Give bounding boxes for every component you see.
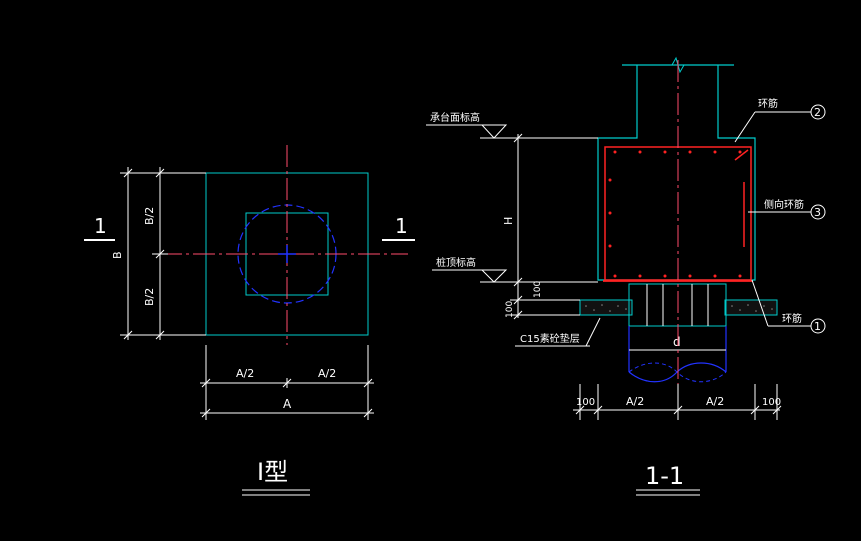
rebar-dots [608, 150, 742, 278]
elevation-pile-top [432, 269, 598, 283]
pile-rebars-vertical [646, 284, 709, 326]
marker-2: 2 [814, 106, 821, 119]
pile-lower-dash [628, 362, 727, 383]
callout-1 [751, 279, 826, 334]
dim-B-half-bottom: B/2 [143, 288, 156, 306]
cushion-hatch [585, 304, 773, 312]
dim-B: B [111, 251, 124, 259]
dimension-B [120, 167, 206, 340]
label-hoop-1: 环筋 [782, 312, 802, 325]
plan-title: I型 [257, 458, 288, 486]
callout-3 [748, 204, 826, 220]
dim-B-half-top: B/2 [143, 207, 156, 225]
cushion-left [579, 299, 633, 316]
hoop-hook [734, 149, 749, 161]
dim-d: d [673, 335, 681, 349]
label-pile-top-elev: 桩顶标高 [436, 256, 476, 269]
dim-A-half-right-section: A/2 [706, 395, 724, 408]
cushion-right [724, 299, 778, 316]
label-cushion: C15素砼垫层 [520, 332, 580, 345]
dim-100-b: 100 [505, 301, 515, 318]
label-hoop-2: 环筋 [758, 97, 778, 110]
cushion-leader [585, 317, 601, 347]
section-mark-left: 1 [94, 214, 107, 238]
dim-A-half-left-section: A/2 [626, 395, 644, 408]
section-view: d 承台面标高 桩顶标高 [426, 56, 826, 496]
dim-H: H [502, 217, 515, 225]
column-cap-outline [597, 64, 756, 281]
dim-100-a: 100 [533, 281, 543, 298]
elevation-cap-top [426, 124, 598, 139]
section-title: 1-1 [645, 462, 684, 490]
dim-100-right: 100 [762, 397, 781, 408]
dimension-A [200, 345, 374, 420]
marker-3: 3 [814, 206, 821, 219]
label-side-hoop-3: 侧向环筋 [764, 198, 804, 211]
dim-A: A [283, 397, 292, 411]
marker-1: 1 [814, 320, 821, 333]
dim-A-half-left: A/2 [236, 367, 254, 380]
label-cap-top-elev: 承台面标高 [430, 111, 480, 124]
section-mark-right: 1 [395, 214, 408, 238]
callout-2 [734, 104, 826, 143]
plan-view: 1 1 B/2 B/2 B [84, 145, 415, 496]
dimension-section-bottom [573, 384, 782, 420]
dim-100-left: 100 [576, 397, 595, 408]
dim-A-half-right: A/2 [318, 367, 336, 380]
dimension-H [510, 133, 580, 320]
